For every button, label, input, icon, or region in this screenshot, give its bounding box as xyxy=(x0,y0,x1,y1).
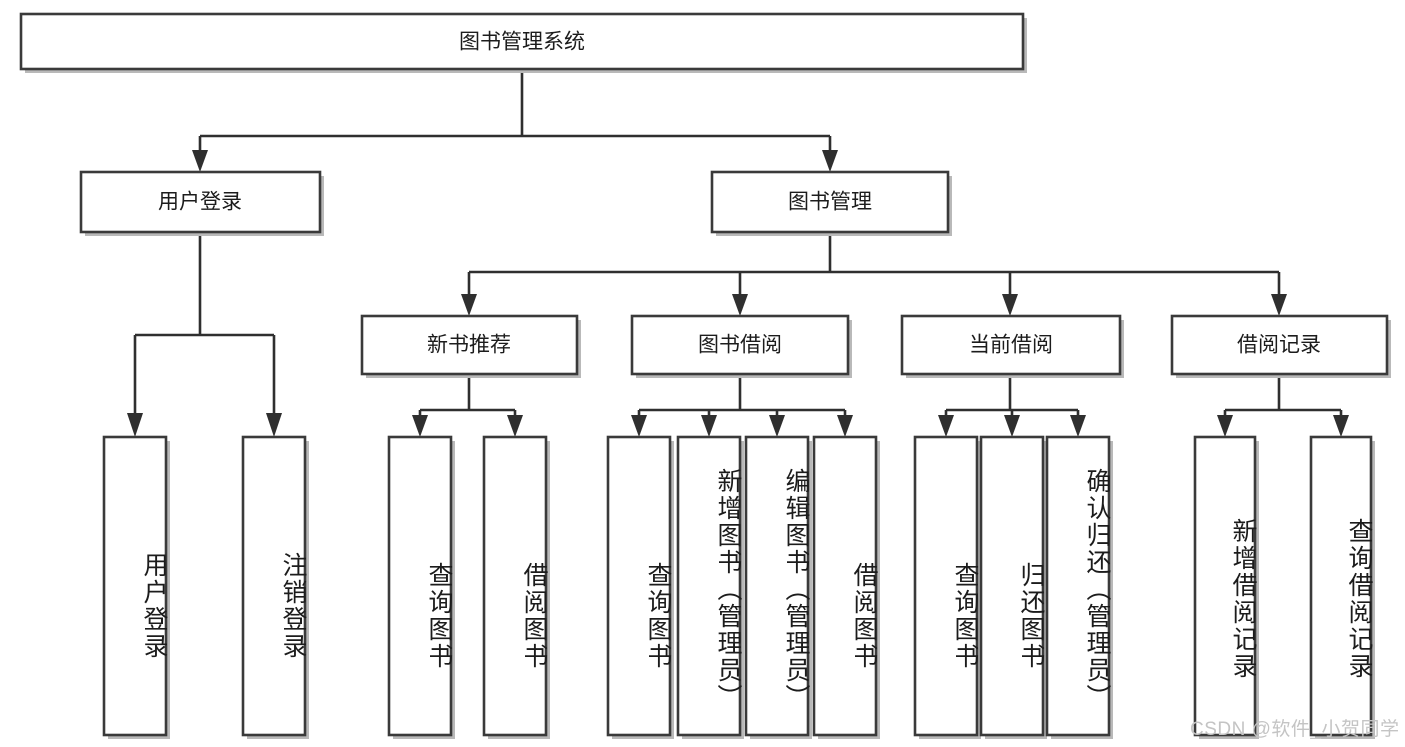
node-leaf-query-book-3-rect[interactable] xyxy=(913,435,979,737)
node-book-borrow-rect[interactable] xyxy=(630,314,850,376)
connector-layer xyxy=(127,69,1349,437)
arrow-head-current-borrow xyxy=(1002,294,1018,316)
node-borrow-record-rect[interactable] xyxy=(1170,314,1389,376)
arrow-head-leaf-query-book-3 xyxy=(938,415,954,437)
arrow-head-leaf-user-logout xyxy=(266,413,282,437)
node-current-borrow-rect[interactable] xyxy=(900,314,1122,376)
node-leaf-user-logout-rect[interactable] xyxy=(241,435,307,737)
node-leaf-borrow-book-1-rect[interactable] xyxy=(482,435,548,737)
node-current-borrow[interactable]: 当前借阅 xyxy=(900,314,1124,378)
node-leaf-edit-book-rect[interactable] xyxy=(744,435,810,737)
node-user-login-label: 用户登录 xyxy=(158,191,242,214)
arrow-head-book-manage xyxy=(822,150,838,172)
arrow-head-leaf-confirm-return xyxy=(1070,415,1086,437)
node-book-borrow[interactable]: 图书借阅 xyxy=(630,314,852,378)
node-leaf-confirm-return[interactable] xyxy=(1045,435,1113,739)
arrow-head-leaf-add-record xyxy=(1217,415,1233,437)
node-new-book-recommend-label: 新书推荐 xyxy=(427,334,511,357)
node-root-rect[interactable] xyxy=(19,12,1025,71)
node-leaf-confirm-return-rect[interactable] xyxy=(1045,435,1111,737)
arrow-head-leaf-query-book-2 xyxy=(631,415,647,437)
arrow-head-leaf-borrow-book-1 xyxy=(507,415,523,437)
node-leaf-query-book-1[interactable] xyxy=(387,435,455,739)
leaf-node-layer xyxy=(102,435,1375,739)
node-leaf-user-logout[interactable] xyxy=(241,435,309,739)
arrow-head-leaf-borrow-book-2 xyxy=(837,415,853,437)
node-leaf-query-book-1-rect[interactable] xyxy=(387,435,453,737)
node-leaf-borrow-book-2[interactable] xyxy=(812,435,880,739)
arrow-head-leaf-user-login xyxy=(127,413,143,437)
node-user-login-rect[interactable] xyxy=(79,170,322,234)
node-book-manage[interactable]: 图书管理 xyxy=(710,170,952,236)
node-borrow-record[interactable]: 借阅记录 xyxy=(1170,314,1391,378)
node-leaf-return-book-rect[interactable] xyxy=(979,435,1045,737)
node-user-login[interactable]: 用户登录 xyxy=(79,170,324,236)
arrow-head-leaf-query-record xyxy=(1333,415,1349,437)
arrow-head-leaf-add-book xyxy=(701,415,717,437)
node-leaf-return-book[interactable] xyxy=(979,435,1047,739)
node-leaf-edit-book[interactable] xyxy=(744,435,812,739)
node-leaf-add-record-rect[interactable] xyxy=(1193,435,1257,737)
node-current-borrow-label: 当前借阅 xyxy=(969,334,1053,357)
node-leaf-query-book-3[interactable] xyxy=(913,435,981,739)
node-leaf-add-book-rect[interactable] xyxy=(676,435,742,737)
arrow-head-leaf-return-book xyxy=(1004,415,1020,437)
arrow-head-borrow-record xyxy=(1271,294,1287,316)
arrow-head-book-borrow xyxy=(732,294,748,316)
node-book-manage-rect[interactable] xyxy=(710,170,950,234)
node-root-label: 图书管理系统 xyxy=(459,31,585,54)
node-leaf-query-book-2[interactable] xyxy=(606,435,674,739)
node-leaf-add-book[interactable] xyxy=(676,435,744,739)
node-leaf-borrow-book-2-rect[interactable] xyxy=(812,435,878,737)
node-borrow-record-label: 借阅记录 xyxy=(1237,334,1321,357)
watermark-text: CSDN @软件_小贺同学 xyxy=(1190,719,1400,740)
node-leaf-user-login[interactable] xyxy=(102,435,170,739)
arrow-head-leaf-query-book-1 xyxy=(412,415,428,437)
node-leaf-add-record[interactable] xyxy=(1193,435,1259,739)
node-book-borrow-label: 图书借阅 xyxy=(698,334,782,357)
node-new-book-recommend-rect[interactable] xyxy=(360,314,579,376)
node-book-manage-label: 图书管理 xyxy=(788,191,872,214)
arrow-head-leaf-edit-book xyxy=(769,415,785,437)
node-leaf-query-record-rect[interactable] xyxy=(1309,435,1373,737)
arrow-head-new-book-recommend xyxy=(461,294,477,316)
node-leaf-query-book-2-rect[interactable] xyxy=(606,435,672,737)
node-root[interactable]: 图书管理系统 xyxy=(19,12,1027,73)
node-leaf-borrow-book-1[interactable] xyxy=(482,435,550,739)
node-leaf-user-login-rect[interactable] xyxy=(102,435,168,737)
arrow-head-user-login xyxy=(192,150,208,172)
node-leaf-query-record[interactable] xyxy=(1309,435,1375,739)
node-new-book-recommend[interactable]: 新书推荐 xyxy=(360,314,581,378)
